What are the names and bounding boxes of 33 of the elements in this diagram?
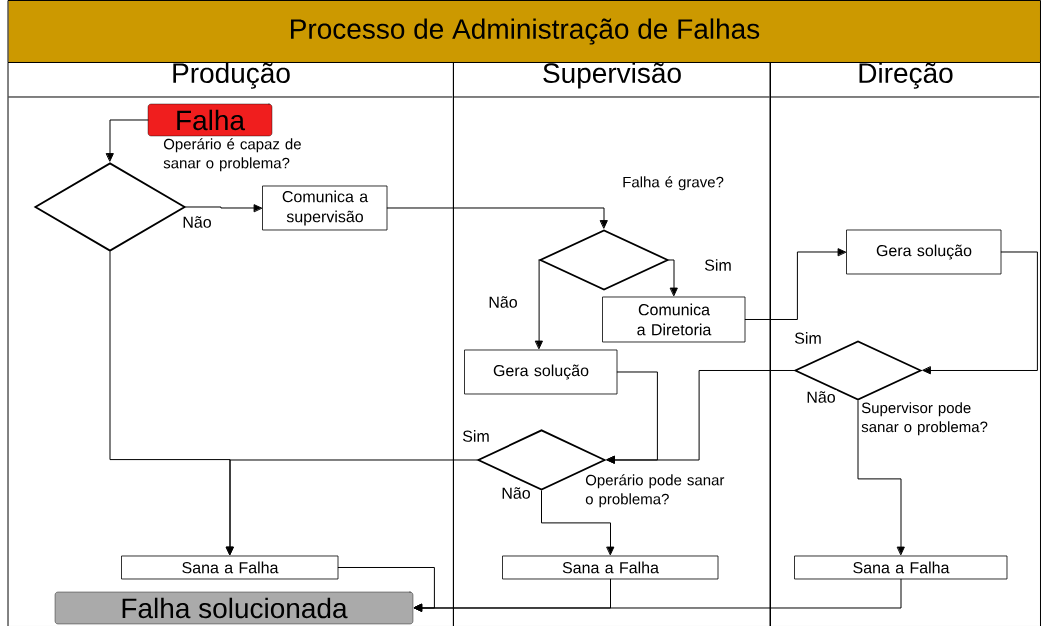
start-box: Falha: [147, 103, 273, 137]
edge-label: Sim: [461, 429, 491, 443]
question-text: Operário é capaz de sanar o problema?: [163, 138, 301, 172]
arrow: [226, 459, 478, 555]
end-box: Falha solucionada: [54, 591, 414, 625]
edge-label: Sim: [793, 331, 823, 345]
arrow: [535, 259, 543, 349]
question-text: Supervisor pode sanar o problema?: [861, 402, 988, 436]
arrow: [922, 251, 1038, 375]
process-box: Sana a Falha: [502, 555, 719, 580]
question-text: Operário pode sanar o problema?: [585, 474, 725, 508]
arrow: [386, 207, 608, 229]
process-box: Sana a Falha: [794, 555, 1008, 580]
arrow: [857, 400, 905, 555]
process-box: Gera solução: [464, 349, 618, 395]
arrow: [744, 248, 846, 320]
edge-label: Não: [500, 486, 532, 500]
title-band: Processo de Administração de Falhas: [8, 0, 1041, 63]
process-box: Comunica a supervisão: [262, 185, 388, 231]
arrow: [606, 371, 658, 464]
edge-label: Não: [805, 390, 837, 404]
arrow: [541, 490, 615, 555]
edge-label: Não: [181, 215, 213, 229]
arrow: [106, 119, 149, 162]
arrow: [185, 204, 262, 212]
question-text: Falha é grave?: [623, 176, 724, 191]
process-box: Gera solução: [846, 229, 1002, 275]
process-box: Sana a Falha: [121, 555, 339, 580]
arrow: [413, 578, 902, 612]
process-box: Comunica a Diretoria: [602, 296, 746, 343]
edge-label: Sim: [703, 258, 733, 272]
edge-label: Não: [487, 295, 519, 309]
arrow: [668, 259, 678, 296]
